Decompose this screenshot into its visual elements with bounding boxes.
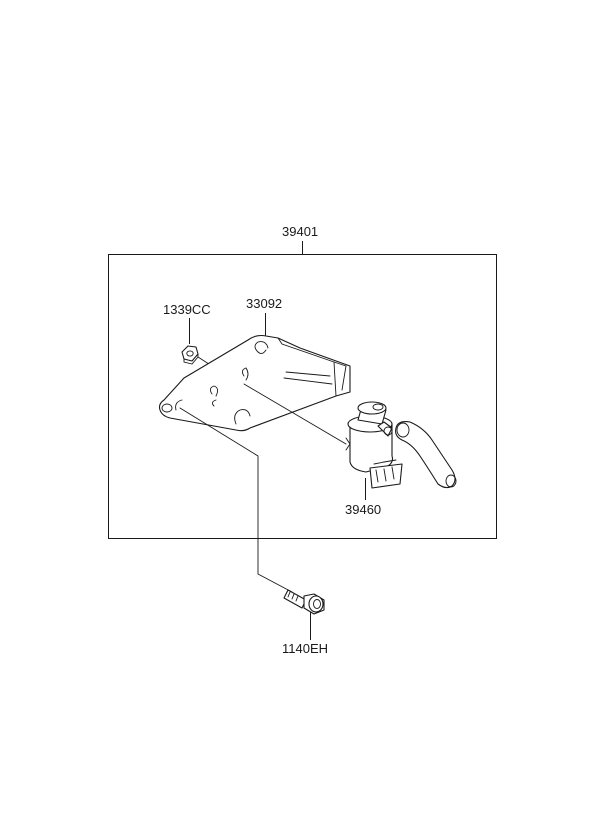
bracket-part-number[interactable]: 33092: [246, 296, 282, 311]
bracket-part[interactable]: [158, 334, 351, 445]
bolt-part[interactable]: [283, 589, 325, 615]
bolt-mount-line: [179, 407, 293, 593]
valve-part-number[interactable]: 39460: [345, 502, 381, 517]
nut-part-number[interactable]: 1339CC: [163, 302, 211, 317]
bolt-part-number[interactable]: 1140EH: [282, 641, 328, 656]
valve-part[interactable]: [345, 401, 403, 489]
hose-part[interactable]: [395, 421, 457, 489]
nut-part[interactable]: [181, 345, 199, 365]
assembly-part-number[interactable]: 39401: [282, 224, 318, 239]
assembly-frame: [108, 254, 497, 539]
